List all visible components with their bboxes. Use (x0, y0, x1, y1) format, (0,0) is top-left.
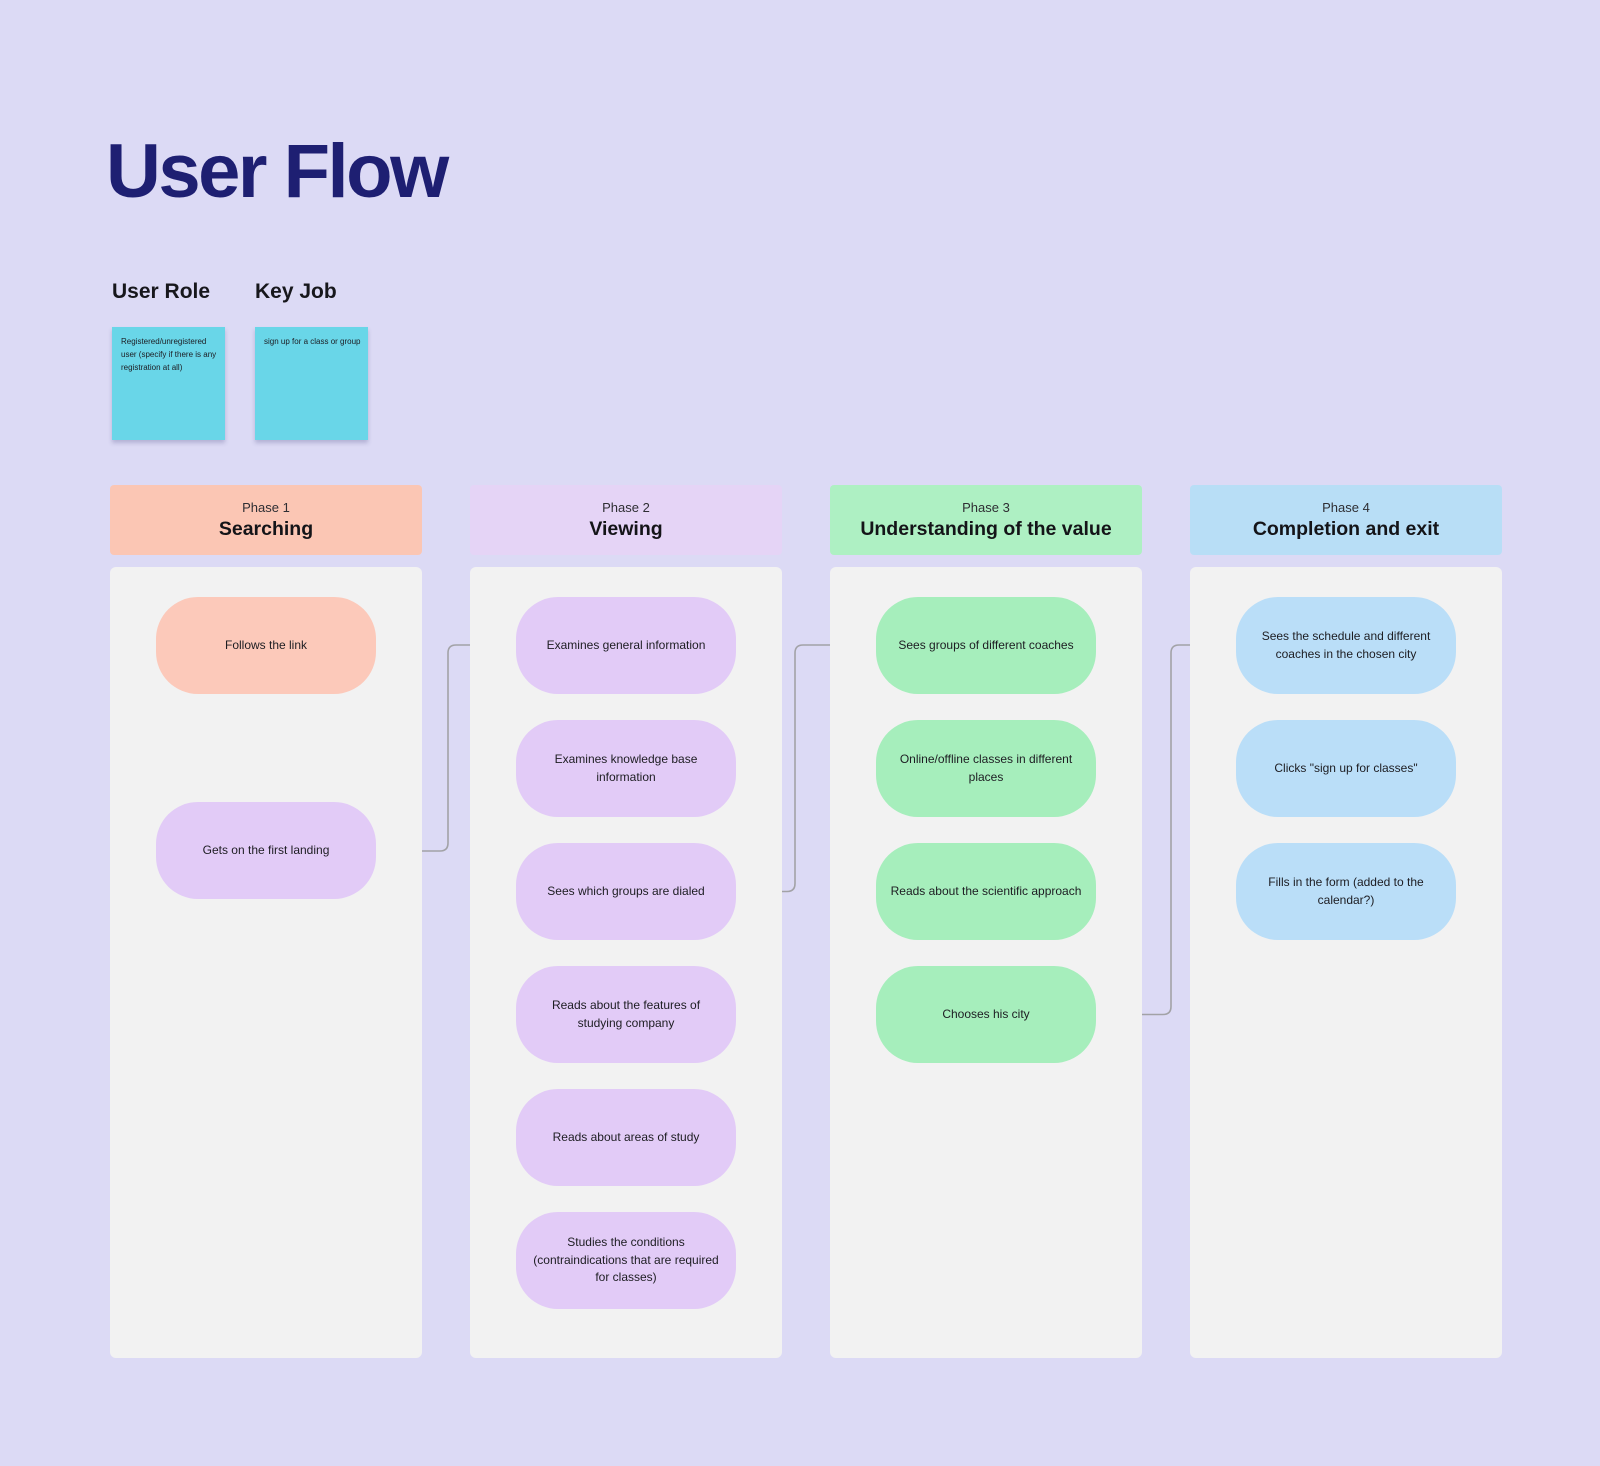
phase-4-body: Sees the schedule and different coaches … (1190, 567, 1502, 1358)
flow-node-text: Sees the schedule and different coaches … (1261, 629, 1431, 661)
phase-3-column: Phase 3 Understanding of the value Sees … (830, 485, 1142, 1360)
flow-node-gets-on-first-landing: Gets on the first landing (156, 802, 376, 899)
flow-node-chooses-his-city: Chooses his city (876, 966, 1096, 1063)
phase-1-header: Phase 1 Searching (110, 485, 422, 555)
flow-node-sees-which-groups-dialed: Sees which groups are dialed (516, 843, 736, 940)
flow-node-sees-groups-of-coaches: Sees groups of different coaches (876, 597, 1096, 694)
flow-node-reads-areas-of-study: Reads about areas of study (516, 1089, 736, 1186)
phase-2-body: Examines general information Examines kn… (470, 567, 782, 1358)
flow-node-text: Gets on the first landing (202, 842, 330, 857)
flow-node-text: Reads about the features of studying com… (551, 998, 701, 1030)
user-role-label: User Role (112, 280, 211, 303)
flow-node-reads-features-studying-company: Reads about the features of studying com… (516, 966, 736, 1063)
phase-name: Understanding of the value (860, 517, 1112, 540)
phase-label: Phase 1 (242, 499, 290, 515)
phase-2-column: Phase 2 Viewing Examines general informa… (470, 485, 782, 1360)
phase-label: Phase 4 (1322, 499, 1370, 515)
flow-node-clicks-sign-up: Clicks "sign up for classes" (1236, 720, 1456, 817)
flow-node-online-offline-classes: Online/offline classes in different plac… (876, 720, 1096, 817)
phase-4-header: Phase 4 Completion and exit (1190, 485, 1502, 555)
flow-node-text: Reads about the scientific approach (890, 883, 1082, 898)
phase-name: Viewing (589, 517, 663, 540)
flow-node-text: Studies the conditions (contraindication… (533, 1235, 719, 1285)
phase-3-body: Sees groups of different coaches Online/… (830, 567, 1142, 1358)
flow-node-text: Follows the link (224, 637, 308, 652)
flow-node-fills-in-the-form: Fills in the form (added to the calendar… (1236, 843, 1456, 940)
phase-2-header: Phase 2 Viewing (470, 485, 782, 555)
flow-node-sees-schedule-and-coaches: Sees the schedule and different coaches … (1236, 597, 1456, 694)
sticky-note-text: sign up for a class or group (264, 337, 361, 346)
flow-node-text: Reads about areas of study (552, 1129, 700, 1144)
flow-node-examines-general-information: Examines general information (516, 597, 736, 694)
sticky-note-text: Registered/unregistered user (specify if… (121, 337, 217, 372)
key-job-label: Key Job (255, 280, 337, 303)
flow-node-text: Online/offline classes in different plac… (899, 752, 1073, 784)
phase-4-column: Phase 4 Completion and exit Sees the sch… (1190, 485, 1502, 1360)
phase-label: Phase 3 (962, 499, 1010, 515)
flow-node-text: Sees which groups are dialed (547, 883, 705, 898)
key-job-sticky-note: sign up for a class or group (255, 327, 368, 440)
phase-name: Searching (218, 517, 314, 540)
flow-node-text: Fills in the form (added to the calendar… (1268, 875, 1424, 907)
phase-1-body: Follows the link Gets on the first landi… (110, 567, 422, 1358)
flow-node-text: Chooses his city (942, 1006, 1030, 1021)
phase-label: Phase 2 (602, 499, 650, 515)
flow-node-text: Examines knowledge base information (554, 752, 698, 784)
user-role-sticky-note: Registered/unregistered user (specify if… (112, 327, 225, 440)
phase-1-column: Phase 1 Searching Follows the link Gets … (110, 485, 422, 1360)
flow-node-studies-the-conditions: Studies the conditions (contraindication… (516, 1212, 736, 1309)
flow-node-reads-scientific-approach: Reads about the scientific approach (876, 843, 1096, 940)
flow-node-examines-knowledge-base: Examines knowledge base information (516, 720, 736, 817)
phase-3-header: Phase 3 Understanding of the value (830, 485, 1142, 555)
phase-name: Completion and exit (1252, 517, 1440, 540)
flow-node-text: Examines general information (546, 637, 706, 652)
flow-node-text: Sees groups of different coaches (898, 637, 1074, 652)
flow-node-follows-the-link: Follows the link (156, 597, 376, 694)
page-title: User Flow (106, 129, 449, 214)
flow-node-text: Clicks "sign up for classes" (1274, 760, 1418, 775)
